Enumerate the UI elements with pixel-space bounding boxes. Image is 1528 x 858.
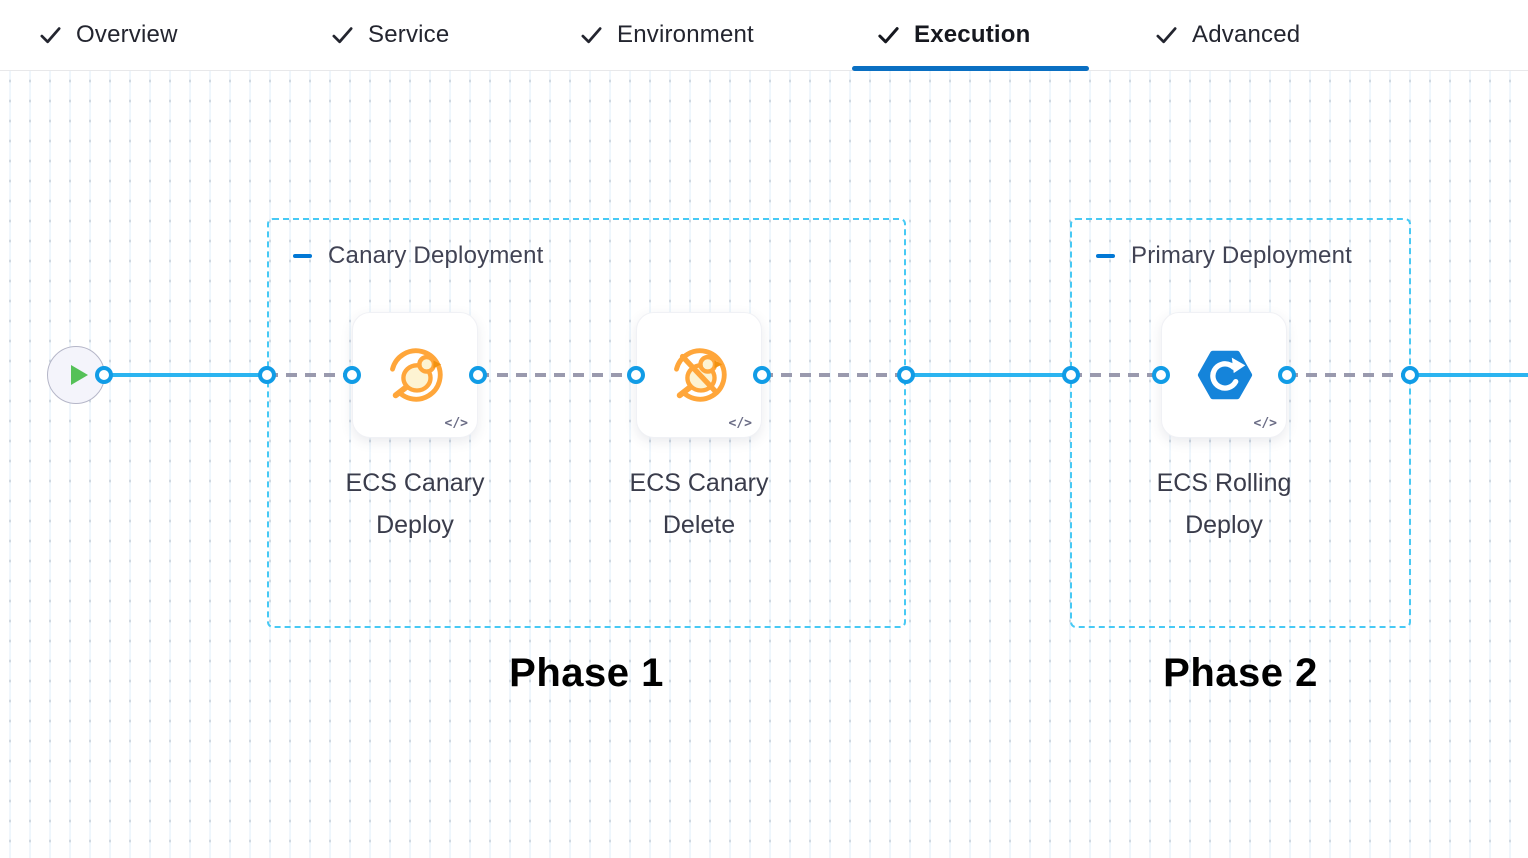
step-connector <box>1071 373 1161 377</box>
check-icon <box>332 26 353 43</box>
tab-advanced[interactable]: Advanced <box>1155 0 1300 70</box>
code-icon[interactable]: </> <box>1253 416 1277 431</box>
ecs-rolling-deploy-icon <box>1197 350 1253 400</box>
connector-node[interactable] <box>1278 366 1296 384</box>
connector-node[interactable] <box>1401 366 1419 384</box>
flow-line <box>104 373 267 377</box>
group-title: Canary Deployment <box>328 242 544 269</box>
step-label-line: Deploy <box>376 511 454 539</box>
connector-node[interactable] <box>95 366 113 384</box>
tab-label: Service <box>368 21 450 48</box>
tab-label: Environment <box>617 21 754 48</box>
check-icon <box>40 26 61 43</box>
active-tab-underline <box>852 66 1089 71</box>
step-label-line: Delete <box>662 511 736 539</box>
step-label-line: Deploy <box>1185 511 1263 539</box>
step-card-ecs-canary-delete[interactable]: </> <box>636 312 762 438</box>
connector-node[interactable] <box>897 366 915 384</box>
tab-overview[interactable]: Overview <box>39 0 178 70</box>
connector-node[interactable] <box>1152 366 1170 384</box>
step-card-ecs-rolling-deploy[interactable]: </> <box>1161 312 1287 438</box>
group-title: Primary Deployment <box>1131 242 1352 269</box>
step-connector <box>267 373 352 377</box>
collapse-minus-icon[interactable] <box>1096 254 1115 258</box>
phase-1-label: Phase 1 <box>509 651 664 695</box>
tab-label: Advanced <box>1192 21 1301 48</box>
group-header[interactable]: Canary Deployment <box>293 242 544 270</box>
pipeline-canvas[interactable]: Canary Deployment Primary Deployment </> <box>0 71 1528 858</box>
flow-line <box>906 373 1071 377</box>
connector-node[interactable] <box>1062 366 1080 384</box>
step-connector <box>1287 373 1410 377</box>
check-icon <box>1156 26 1177 43</box>
step-label-line: ECS Rolling <box>1156 469 1292 497</box>
group-header[interactable]: Primary Deployment <box>1096 242 1352 270</box>
connector-node[interactable] <box>469 366 487 384</box>
stage-config-tabbar: Overview Service Environment Execution A… <box>0 0 1528 71</box>
flow-line <box>1410 373 1528 377</box>
tab-environment[interactable]: Environment <box>580 0 754 70</box>
step-label-line: ECS Canary <box>345 469 485 497</box>
phase-2-label: Phase 2 <box>1163 651 1318 695</box>
connector-node[interactable] <box>343 366 361 384</box>
code-icon[interactable]: </> <box>444 416 468 431</box>
step-connector <box>762 373 906 377</box>
connector-node[interactable] <box>627 366 645 384</box>
tab-label: Overview <box>76 21 178 48</box>
collapse-minus-icon[interactable] <box>293 254 312 258</box>
step-label-ecs-canary-delete: ECS Canary Delete <box>589 462 809 546</box>
code-icon[interactable]: </> <box>728 416 752 431</box>
connector-node[interactable] <box>753 366 771 384</box>
play-icon <box>70 365 88 385</box>
ecs-canary-deploy-icon <box>389 348 443 402</box>
step-label-ecs-canary-deploy: ECS Canary Deploy <box>305 462 525 546</box>
tab-execution[interactable]: Execution <box>877 0 1031 70</box>
check-icon <box>878 26 899 43</box>
tab-label: Execution <box>914 21 1031 48</box>
connector-node[interactable] <box>258 366 276 384</box>
step-card-ecs-canary-deploy[interactable]: </> <box>352 312 478 438</box>
stage-group-canary-deployment[interactable]: Canary Deployment <box>267 218 906 628</box>
step-label-line: ECS Canary <box>629 469 769 497</box>
ecs-canary-delete-icon <box>673 348 727 402</box>
stage-group-primary-deployment[interactable]: Primary Deployment <box>1070 218 1411 628</box>
check-icon <box>581 26 602 43</box>
step-label-ecs-rolling-deploy: ECS Rolling Deploy <box>1114 462 1334 546</box>
tab-service[interactable]: Service <box>331 0 449 70</box>
step-connector <box>478 373 636 377</box>
